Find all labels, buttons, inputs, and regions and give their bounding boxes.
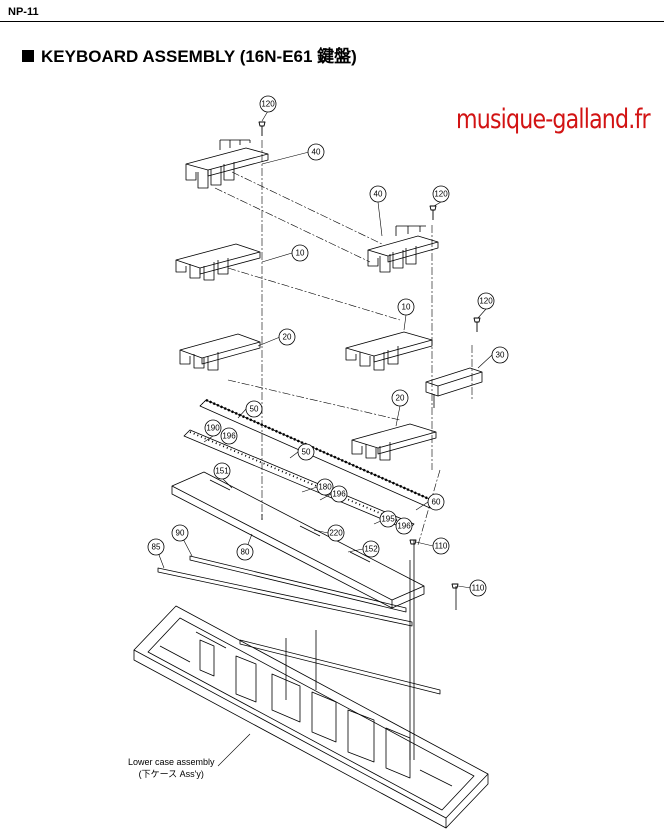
callout-30: 30 — [491, 346, 509, 364]
part-85-rod — [157, 567, 413, 627]
callout-120-mid: 120 — [432, 185, 450, 203]
part-20-right — [351, 423, 437, 461]
callout-10-left: 10 — [291, 244, 309, 262]
svg-text:20: 20 — [396, 394, 405, 403]
callout-80: 80 — [236, 543, 254, 561]
lower-case-caption: Lower case assembly (下ケース Ass'y) — [128, 756, 215, 780]
callout-220: 220 — [327, 524, 345, 542]
part-40-left — [185, 139, 269, 189]
page-title: KEYBOARD ASSEMBLY (16N-E61 鍵盤) — [22, 42, 357, 67]
callout-120-top: 120 — [259, 95, 277, 113]
svg-text:180: 180 — [318, 483, 332, 492]
svg-text:110: 110 — [472, 584, 485, 593]
svg-text:85: 85 — [152, 543, 161, 552]
svg-text:120: 120 — [479, 297, 493, 306]
svg-text:195: 195 — [381, 515, 395, 524]
callout-180: 180 — [316, 478, 334, 496]
svg-text:110: 110 — [435, 542, 448, 551]
svg-text:20: 20 — [283, 333, 292, 342]
bullet-square-icon — [22, 50, 34, 62]
callout-40-right: 40 — [369, 185, 387, 203]
svg-text:30: 30 — [496, 351, 505, 360]
part-frame-rail — [171, 471, 425, 609]
svg-text:50: 50 — [302, 448, 311, 457]
model-number: NP-11 — [8, 6, 39, 18]
part-20-left — [179, 333, 261, 371]
svg-text:90: 90 — [176, 529, 185, 538]
callout-20-right: 20 — [391, 389, 409, 407]
callout-196-a: 196 — [220, 427, 238, 445]
guide-lines — [214, 140, 473, 546]
callout-196-b: 196 — [330, 485, 348, 503]
svg-text:10: 10 — [402, 303, 411, 312]
svg-text:190: 190 — [206, 424, 220, 433]
part-pcb-strip — [183, 429, 415, 531]
callout-120-right: 120 — [477, 292, 495, 310]
callout-50-left: 50 — [245, 400, 263, 418]
svg-text:50: 50 — [250, 405, 259, 414]
caption-line-2: (下ケース Ass'y) — [138, 769, 204, 779]
svg-text:120: 120 — [434, 190, 448, 199]
leader-lines — [155, 110, 493, 767]
page-title-text: KEYBOARD ASSEMBLY (16N-E61 鍵盤) — [41, 47, 357, 66]
callout-110-a: 110 — [432, 537, 450, 555]
callout-20-left: 20 — [278, 328, 296, 346]
svg-text:40: 40 — [374, 190, 383, 199]
svg-text:10: 10 — [296, 249, 305, 258]
part-90-rod — [189, 555, 407, 613]
callout-151: 151 — [213, 462, 231, 480]
part-40-right — [367, 225, 439, 273]
callout-195: 195 — [379, 510, 397, 528]
part-80-rail — [239, 639, 441, 695]
svg-text:196: 196 — [332, 490, 346, 499]
callout-196-c: 196 — [395, 517, 413, 535]
callout-190: 190 — [204, 419, 222, 437]
lower-case-assembly — [133, 540, 489, 829]
callout-152: 152 — [362, 540, 380, 558]
svg-text:80: 80 — [241, 548, 250, 557]
header-rule — [0, 21, 664, 22]
caption-line-1: Lower case assembly — [128, 757, 215, 767]
callout-40-left: 40 — [307, 143, 325, 161]
callout-90: 90 — [171, 524, 189, 542]
part-30 — [425, 367, 483, 408]
callout-50-mid: 50 — [297, 443, 315, 461]
watermark: musique-galland.fr — [456, 104, 651, 135]
svg-text:40: 40 — [312, 148, 321, 157]
svg-text:220: 220 — [329, 529, 343, 538]
svg-text:196: 196 — [397, 522, 411, 531]
svg-text:196: 196 — [222, 432, 236, 441]
callout-85: 85 — [147, 538, 165, 556]
svg-text:151: 151 — [215, 467, 229, 476]
callout-110-b: 110 — [469, 579, 487, 597]
svg-text:120: 120 — [261, 100, 275, 109]
part-10-left — [175, 243, 261, 281]
svg-text:60: 60 — [432, 498, 441, 507]
callout-60: 60 — [427, 493, 445, 511]
svg-text:152: 152 — [364, 545, 378, 554]
callout-10-right: 10 — [397, 298, 415, 316]
part-10-right — [345, 331, 433, 371]
